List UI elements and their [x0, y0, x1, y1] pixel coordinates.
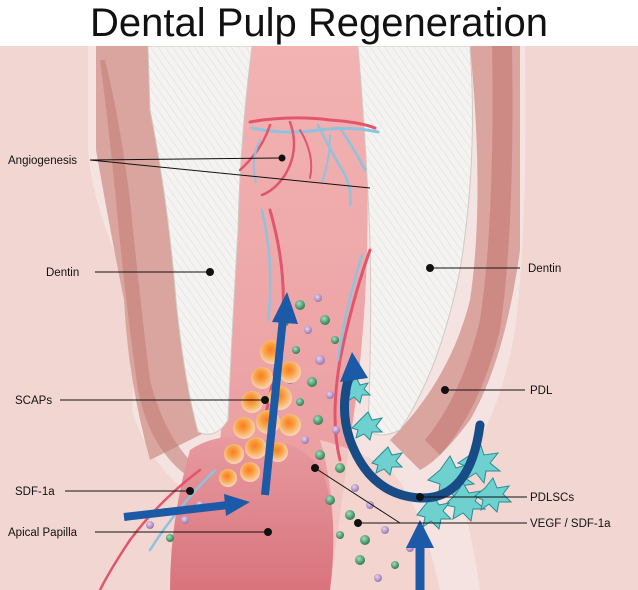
- pdlsc-migration-path: [339, 363, 485, 503]
- pdlsc-arrowhead: [340, 352, 368, 382]
- angiogenesis-vessels: [238, 116, 380, 207]
- pdl-band: [425, 46, 513, 455]
- dentin-left: [147, 46, 253, 435]
- right-soft-tissue: [455, 46, 638, 590]
- label-angiogenesis: Angiogenesis: [8, 155, 77, 167]
- callouts: [60, 154, 527, 536]
- label-pdl: PDL: [530, 385, 553, 397]
- apical-papilla: [170, 436, 334, 590]
- pdlsc-cells: [343, 376, 513, 531]
- dentin-right: [357, 46, 473, 436]
- pulp-regeneration-diagram: Angiogenesis Dentin Dentin SCAPs PDL SDF…: [0, 46, 638, 590]
- label-scaps: SCAPs: [15, 395, 52, 407]
- page-title: Dental Pulp Regeneration: [89, 1, 549, 45]
- label-pdlscs: PDLSCs: [530, 492, 574, 504]
- label-apical-papilla: Apical Papilla: [8, 527, 78, 539]
- pdl-band-left: [100, 60, 200, 478]
- label-sdf1a: SDF-1a: [15, 486, 55, 498]
- left-soft-tissue: [0, 46, 230, 590]
- migration-arrows: [123, 292, 434, 590]
- periapical-tissue: [320, 440, 440, 590]
- label-dentin-right: Dentin: [528, 263, 561, 275]
- label-dentin-left: Dentin: [46, 267, 79, 279]
- label-vegf-sdf: VEGF / SDF-1a: [530, 518, 611, 530]
